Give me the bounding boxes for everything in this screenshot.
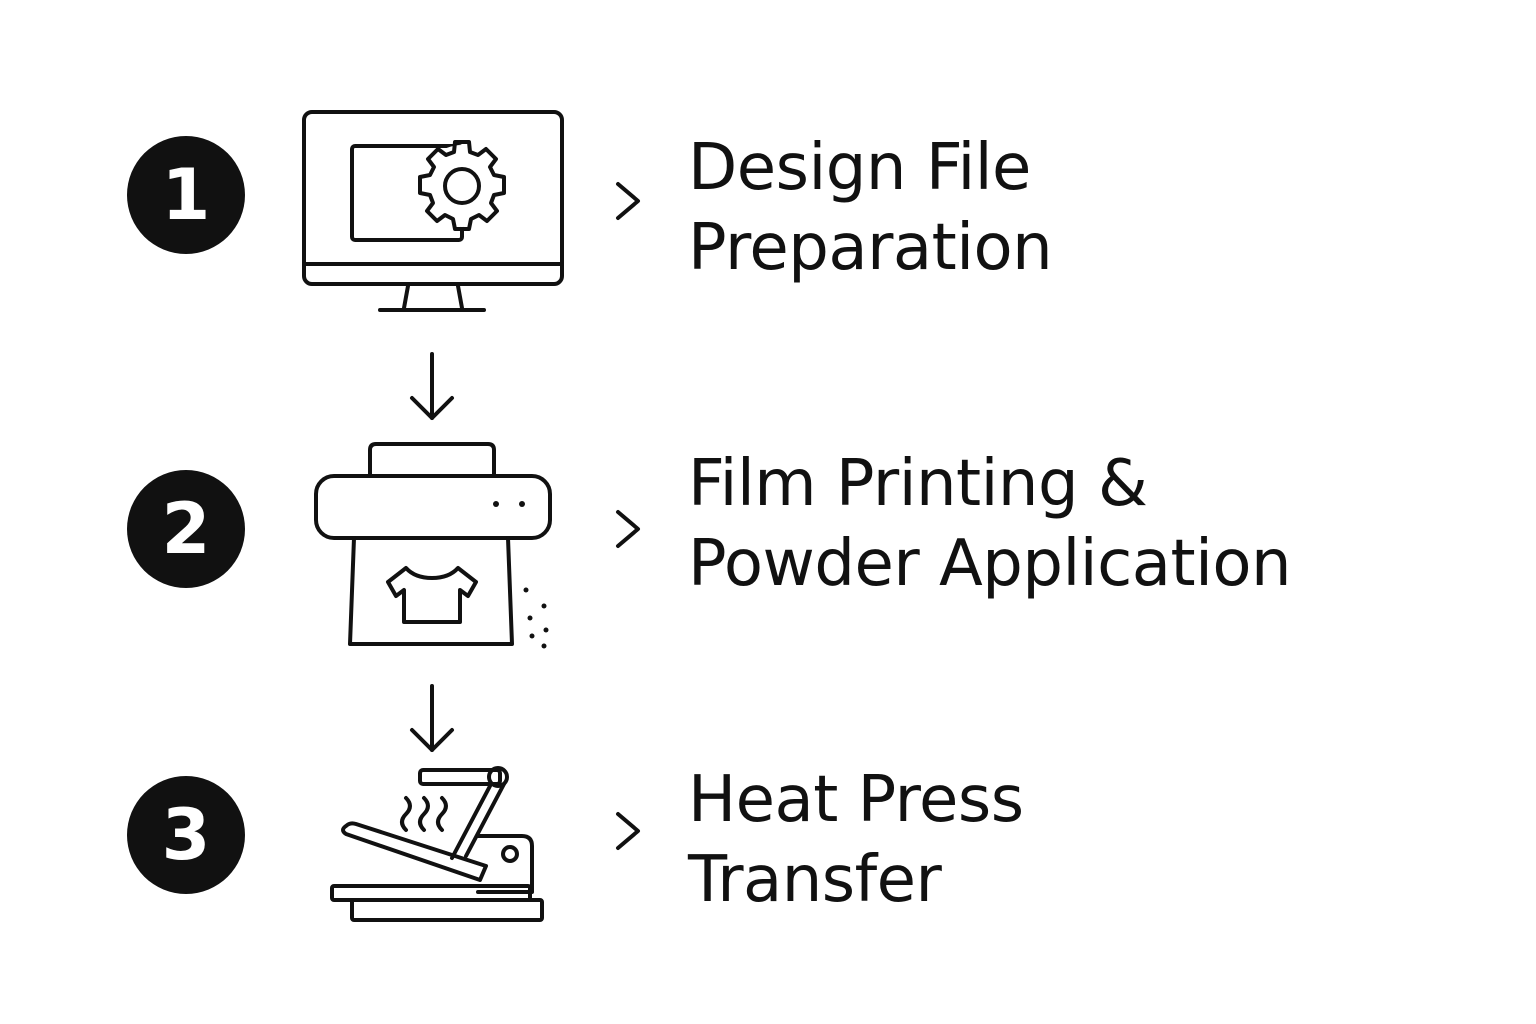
arrow-down-icon bbox=[400, 350, 464, 426]
step-1-number-badge: 1 bbox=[127, 136, 245, 254]
monitor-gear-icon bbox=[302, 110, 564, 316]
chevron-right-icon bbox=[610, 506, 644, 552]
printer-tshirt-icon bbox=[312, 440, 556, 652]
step-1-title-line-1: Design File bbox=[688, 131, 1031, 205]
step-1-title-line-2: Preparation bbox=[688, 211, 1053, 285]
step-3-title: Heat Press Transfer bbox=[688, 760, 1024, 920]
step-2-title-line-1: Film Printing & bbox=[688, 447, 1148, 521]
arrow-down-icon bbox=[400, 682, 464, 758]
heat-press-icon bbox=[328, 766, 548, 926]
chevron-right-icon bbox=[610, 178, 644, 224]
step-3-number-badge: 3 bbox=[127, 776, 245, 894]
step-1-title: Design File Preparation bbox=[688, 128, 1053, 288]
step-3-title-line-2: Transfer bbox=[688, 843, 942, 917]
step-2-title-line-2: Powder Application bbox=[688, 527, 1292, 601]
step-2-title: Film Printing & Powder Application bbox=[688, 444, 1292, 604]
step-3-title-line-1: Heat Press bbox=[688, 763, 1024, 837]
chevron-right-icon bbox=[610, 808, 644, 854]
step-2-number-badge: 2 bbox=[127, 470, 245, 588]
